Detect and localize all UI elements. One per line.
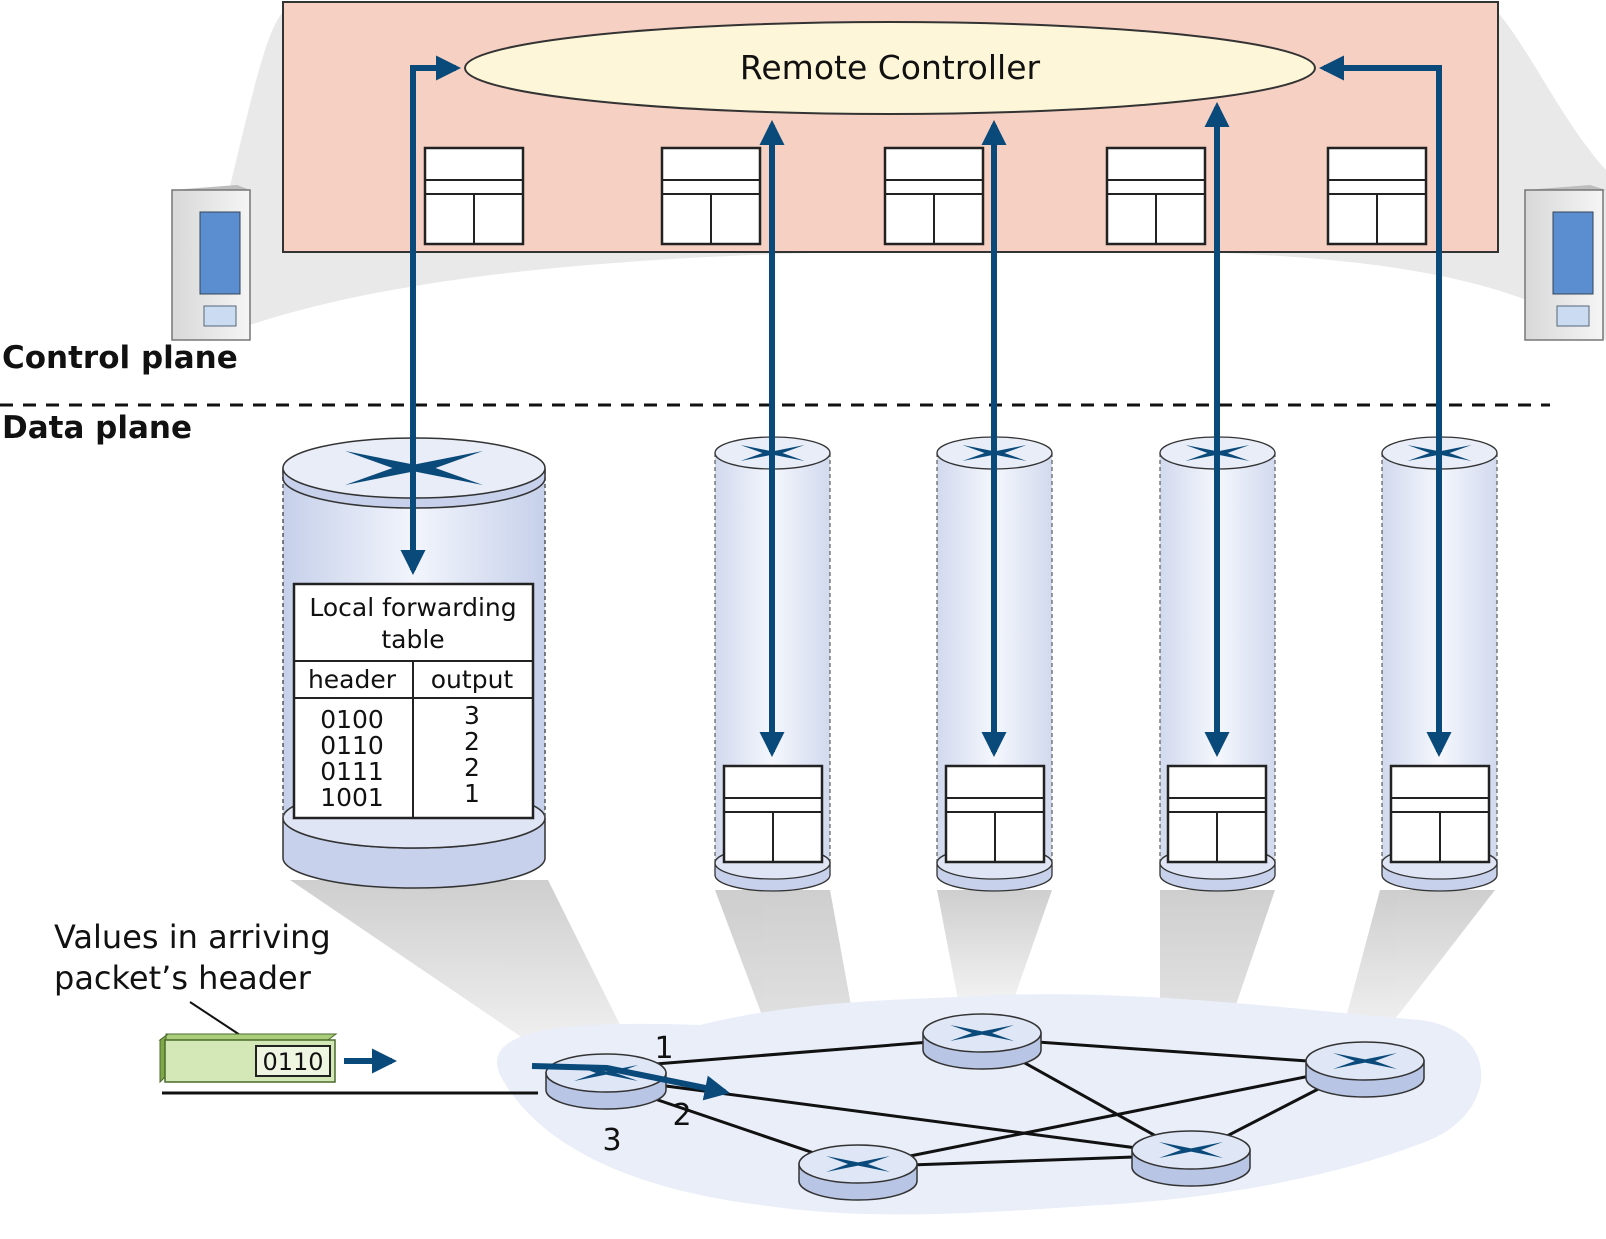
port-label-3: 3 (602, 1123, 621, 1158)
packet-annotation: Values in arriving packet’s header (54, 917, 331, 999)
controller-flow-table-icon (660, 146, 762, 246)
local-forwarding-table: Local forwarding table header output 010… (292, 582, 535, 820)
annotation-pointer (189, 1001, 241, 1036)
network-router (922, 1013, 1042, 1070)
controller-flow-table-icon (423, 146, 525, 246)
controller-server-icon (1524, 185, 1606, 341)
controller-link-arrow (1318, 55, 1452, 758)
packet-annotation-line1: Values in arriving (54, 918, 331, 956)
remote-controller-label: Remote Controller (740, 48, 1041, 87)
column-header-output: output (431, 665, 514, 694)
controller-flow-table-icon (1105, 146, 1207, 246)
switch-flow-table-icon (722, 764, 824, 864)
network-router (798, 1144, 918, 1201)
network-router (545, 1053, 667, 1110)
table-cell-header: 0110 (320, 731, 384, 760)
forwarding-path-arrow (531, 1063, 730, 1101)
table-cell-output: 2 (464, 727, 480, 756)
arriving-packet: 0110 (158, 1033, 338, 1084)
table-cell-output: 2 (464, 753, 480, 782)
packet-annotation-line2: packet’s header (54, 959, 311, 997)
network-router (1305, 1041, 1425, 1098)
port-label-1: 1 (654, 1031, 673, 1066)
table-cell-header: 0100 (320, 705, 384, 734)
network-router (1131, 1130, 1251, 1187)
packet-header-value: 0110 (262, 1048, 323, 1076)
port-label-2: 2 (672, 1098, 691, 1133)
column-header-header: header (308, 665, 397, 694)
forwarding-table-title: Local forwarding (309, 593, 516, 622)
controller-server-icon (171, 185, 251, 341)
controller-link-arrow (400, 55, 462, 576)
switch-flow-table-icon (1166, 764, 1268, 864)
switch-flow-table-icon (944, 764, 1046, 864)
table-cell-header: 1001 (320, 783, 384, 812)
table-cell-header: 0111 (320, 757, 384, 786)
table-cell-output: 1 (464, 779, 480, 808)
forwarding-table-title: table (381, 625, 444, 654)
switch-flow-table-icon (1389, 764, 1491, 864)
controller-flow-table-icon (1326, 146, 1428, 246)
table-cell-output: 3 (464, 701, 480, 730)
controller-flow-table-icon (883, 146, 985, 246)
controller-switch-links (400, 55, 1452, 758)
remote-controller (464, 21, 1316, 115)
control-plane-label: Control plane (2, 340, 238, 376)
data-plane-label: Data plane (2, 410, 193, 446)
